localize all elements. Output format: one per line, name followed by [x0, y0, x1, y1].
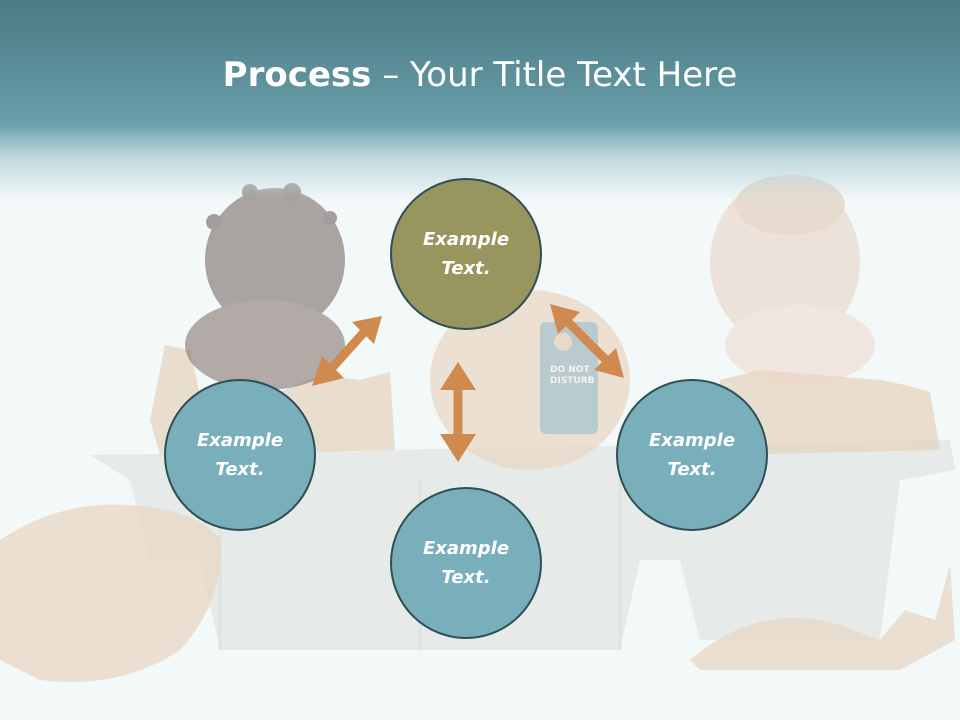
node-right-line1: Example	[648, 430, 736, 451]
arrowheads	[312, 304, 624, 462]
title-bold: Process	[222, 55, 372, 95]
arrow-right-diagonal	[564, 318, 610, 364]
node-bottom-line2: Text.	[441, 567, 491, 588]
node-top-line2: Text.	[441, 258, 491, 279]
arrowhead-right-lower	[594, 348, 624, 378]
baby-left	[185, 183, 345, 390]
page-title: Process – Your Title Text Here	[0, 50, 960, 100]
arrowhead-right-upper	[550, 304, 580, 334]
arrow-left-diagonal	[326, 326, 370, 374]
door-hanger: DO NOT DISTURB	[540, 322, 598, 434]
node-left-line1: Example	[196, 430, 284, 451]
door-hanger-line2: DISTURB	[550, 376, 595, 386]
process-node-left[interactable]: Example Text.	[164, 379, 316, 531]
broken-shell-left	[0, 504, 221, 682]
arrowhead-left-upper	[352, 316, 382, 344]
process-node-bottom[interactable]: Example Text.	[390, 487, 542, 639]
arrowhead-center-bottom	[440, 434, 476, 462]
title-rest: Your Title Text Here	[410, 55, 738, 95]
door-hanger-line1: DO NOT	[550, 365, 590, 375]
node-right-line2: Text.	[667, 459, 717, 480]
title-dash: –	[371, 55, 411, 95]
node-top-line1: Example	[422, 229, 510, 250]
process-node-right[interactable]: Example Text.	[616, 379, 768, 531]
arrowhead-left-lower	[312, 356, 344, 386]
process-node-top[interactable]: Example Text.	[390, 178, 542, 330]
node-bottom-line1: Example	[422, 538, 510, 559]
baby-right	[710, 175, 875, 385]
title-band	[0, 0, 960, 200]
broken-shell-right	[690, 565, 955, 670]
arrowhead-center-top	[440, 362, 476, 390]
node-left-line2: Text.	[215, 459, 265, 480]
egg-shell-right	[720, 370, 940, 455]
